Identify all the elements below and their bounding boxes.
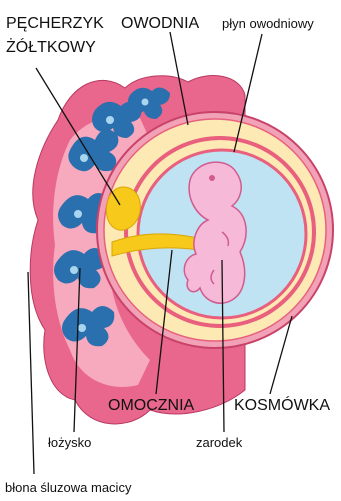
villus-dot-4 xyxy=(70,266,78,274)
label-chorion: KOSMÓWKA xyxy=(234,395,330,414)
label-placenta: łożysko xyxy=(48,435,91,450)
villus-dot-2 xyxy=(106,116,114,124)
label-amniotic-fluid: płyn owodniowy xyxy=(222,16,314,31)
villus-dot-1 xyxy=(80,154,88,162)
villus-dot-3 xyxy=(74,210,82,218)
label-allantois: OMOCZNIA xyxy=(108,397,195,414)
villus-dot-5 xyxy=(78,324,86,332)
label-yolk-sac-line2: ŻÓŁTKOWY xyxy=(6,37,96,56)
villus-dot-6 xyxy=(142,99,149,106)
embryo-eye xyxy=(209,175,215,181)
label-yolk-sac-line1: PĘCHERZYK xyxy=(6,15,104,32)
label-uterine-lining: błona śluzowa macicy xyxy=(5,480,132,495)
label-embryo: zarodek xyxy=(196,435,243,450)
label-amnion: OWODNIA xyxy=(121,15,200,32)
